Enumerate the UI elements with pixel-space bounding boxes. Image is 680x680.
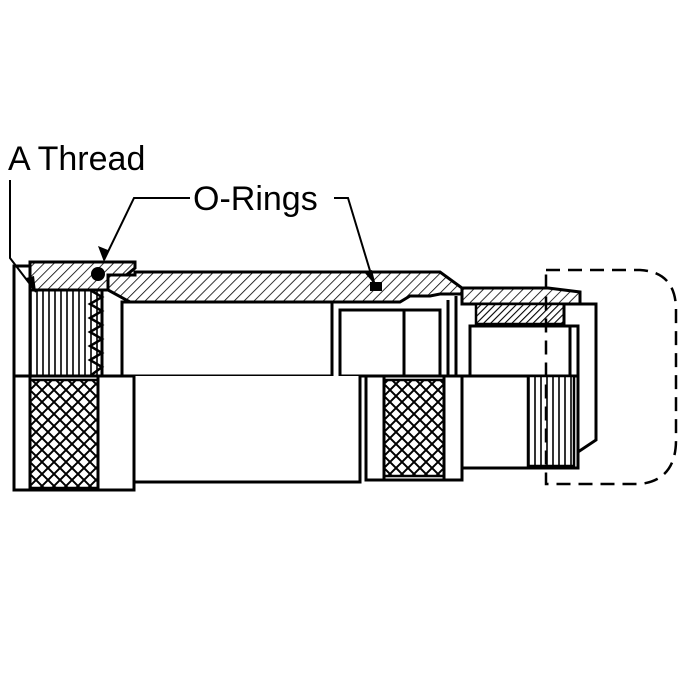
o-ring-front bbox=[91, 267, 105, 281]
coupling-nut bbox=[12, 260, 137, 492]
rear-section bbox=[460, 286, 598, 470]
a-thread-label: A Thread bbox=[8, 140, 145, 178]
leader-arrowheads bbox=[26, 246, 376, 292]
o-rings-label: O-Rings bbox=[193, 180, 318, 218]
leader-lines bbox=[9, 180, 375, 293]
main-body bbox=[106, 270, 464, 484]
knurled-ring bbox=[364, 374, 464, 482]
dashed-boot-outline bbox=[544, 268, 678, 486]
o-ring-rear bbox=[370, 282, 382, 291]
